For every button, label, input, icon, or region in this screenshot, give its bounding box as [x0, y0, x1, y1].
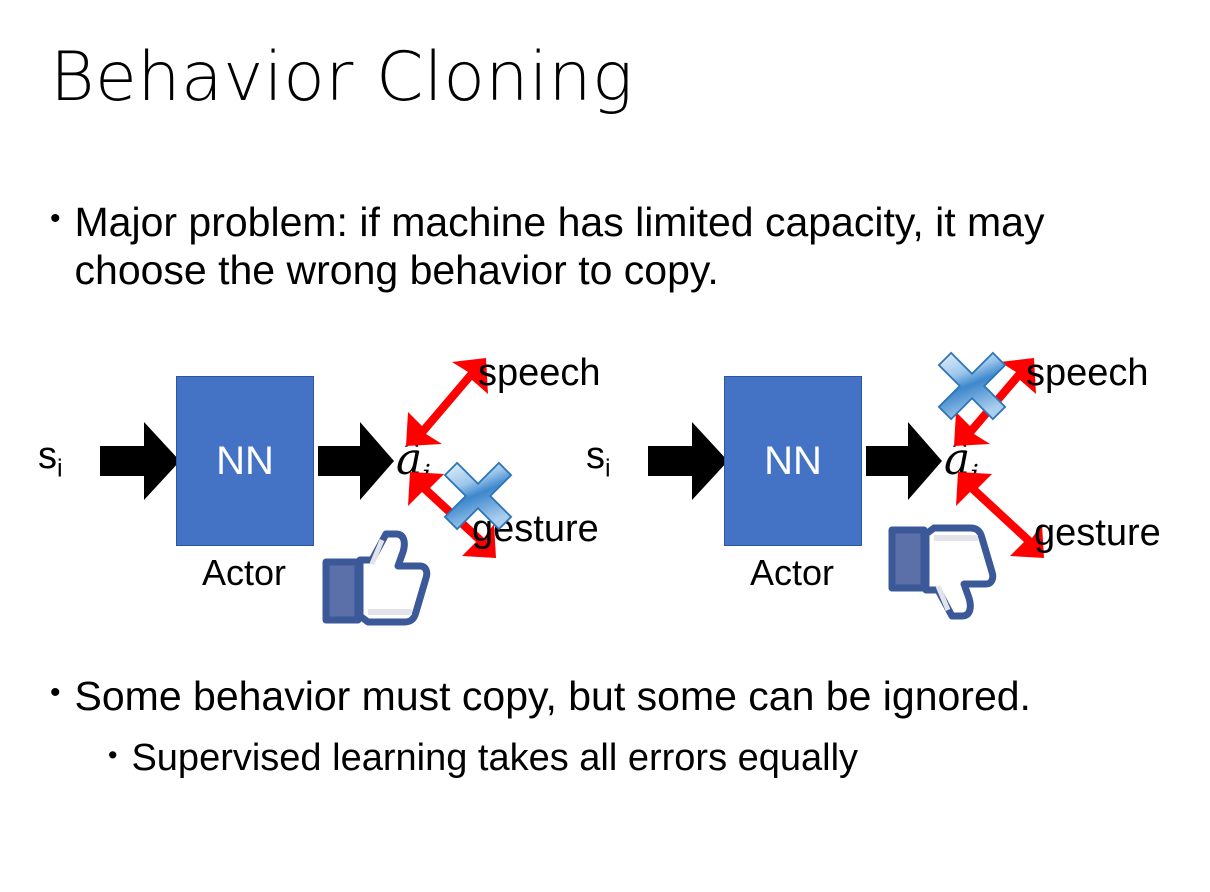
branch-arrow-gesture-right	[956, 472, 1044, 558]
diagram-good-case: si NN Actor âi speech gesture	[0, 330, 620, 630]
actor-caption-right: Actor	[749, 552, 835, 593]
branch-label-gesture-right: gesture	[1034, 512, 1161, 554]
cross-out-icon-gesture-left	[443, 461, 513, 531]
bullet-item-supervised-learning: • Supervised learning takes all errors e…	[108, 736, 1168, 781]
input-state-subscript: i	[605, 454, 611, 483]
nn-box-label: NN	[216, 438, 274, 483]
input-state-label-left: si	[38, 435, 63, 484]
input-state-label-right: si	[586, 435, 611, 484]
slide-title: Behavior Cloning	[50, 38, 634, 117]
cross-out-icon-speech-right	[937, 351, 1007, 421]
input-arrow-icon-left	[100, 422, 180, 500]
bullet-text: Major problem: if machine has limited ca…	[74, 199, 1045, 294]
input-state-symbol: s	[38, 435, 57, 477]
nn-box-label: NN	[764, 438, 822, 483]
output-arrow-icon-left	[318, 422, 394, 500]
branch-label-speech-left: speech	[478, 352, 601, 394]
bullet-text: Supervised learning takes all errors equ…	[131, 737, 859, 779]
branch-label-speech-right: speech	[1026, 352, 1149, 394]
bullet-marker: •	[50, 676, 61, 709]
bullet-marker: •	[50, 202, 61, 235]
thumbs-down-icon-right	[888, 524, 997, 620]
bullet-item-some-behavior: • Some behavior must copy, but some can …	[50, 672, 1150, 720]
neural-network-box-right: NN	[724, 376, 862, 546]
bullet-item-major-problem: • Major problem: if machine has limited …	[50, 198, 1080, 295]
input-state-subscript: i	[57, 454, 63, 483]
bullet-text: Some behavior must copy, but some can be…	[74, 673, 1031, 719]
diagram-bad-case: si NN Actor âi speech gesture	[548, 330, 1168, 630]
input-arrow-icon-right	[648, 422, 728, 500]
branch-arrow-speech-left	[406, 358, 488, 446]
bullet-marker: •	[108, 740, 118, 770]
thumbs-up-icon-left	[322, 530, 431, 626]
input-state-symbol: s	[586, 435, 605, 477]
neural-network-box-left: NN	[176, 376, 314, 546]
output-arrow-icon-right	[866, 422, 942, 500]
actor-caption-left: Actor	[201, 552, 287, 593]
